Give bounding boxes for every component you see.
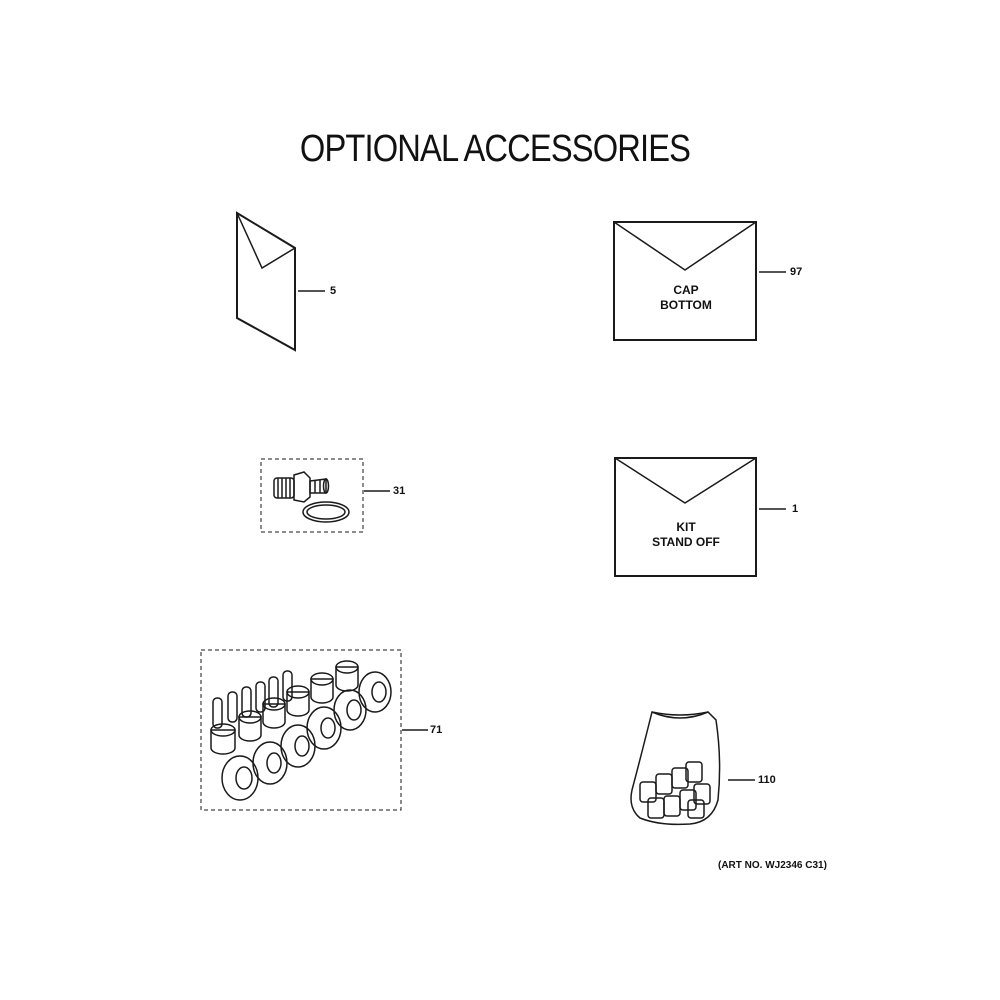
part-31-fitting-drawing — [260, 458, 390, 533]
callout-31: 31 — [393, 485, 406, 497]
callout-1: 1 — [792, 503, 799, 515]
part-5-manual-drawing — [236, 211, 325, 352]
diagram-title: OPTIONAL ACCESSORIES — [299, 128, 691, 170]
callout-5: 5 — [330, 285, 337, 297]
part-1-envelope-drawing — [614, 457, 786, 577]
callout-71: 71 — [430, 724, 443, 736]
callout-97: 97 — [790, 266, 803, 278]
art-number: (ART NO. WJ2346 C31) — [718, 860, 827, 871]
envelope-97-label-line2: BOTTOM — [660, 298, 712, 312]
part-71-spacers-drawing — [200, 649, 428, 811]
envelope-1-label-line2: STAND OFF — [652, 535, 720, 549]
part-110-bag-drawing — [630, 711, 755, 826]
envelope-97-label-line1: CAP — [673, 283, 699, 297]
callout-110: 110 — [758, 774, 776, 786]
envelope-97-label: CAP BOTTOM — [634, 283, 738, 313]
part-97-envelope-drawing — [613, 221, 786, 341]
envelope-1-label: KIT STAND OFF — [634, 520, 738, 550]
envelope-1-label-line1: KIT — [676, 520, 696, 534]
